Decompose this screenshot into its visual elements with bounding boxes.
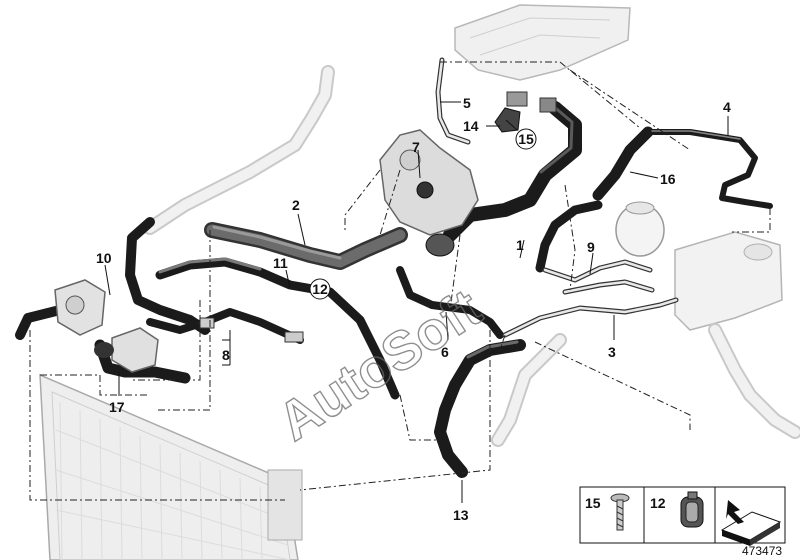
intercooler-pipe-ghost xyxy=(143,65,335,235)
thermostat-housing-7 xyxy=(379,129,479,257)
water-pump-10 xyxy=(54,279,106,336)
legend-item-12-label: 12 xyxy=(650,495,666,511)
callout-3: 3 xyxy=(608,344,616,360)
callout-8: 8 xyxy=(222,347,230,363)
expansion-tank-ghost xyxy=(491,231,800,447)
callout-11: 11 xyxy=(273,255,288,271)
pipe-9 xyxy=(542,259,655,295)
callout-10: 10 xyxy=(96,250,112,266)
callout-16: 16 xyxy=(660,171,676,187)
callout-15: 15 xyxy=(518,131,534,147)
intake-manifold-ghost xyxy=(454,4,631,81)
leader-lines xyxy=(104,101,729,503)
radiator xyxy=(39,373,303,560)
callout-4: 4 xyxy=(723,99,731,115)
callout-2: 2 xyxy=(292,197,300,213)
hose-10 xyxy=(15,217,210,340)
hose-13 xyxy=(434,339,526,478)
callout-13: 13 xyxy=(453,507,469,523)
legend-item-15-label: 15 xyxy=(585,495,601,511)
callout-5: 5 xyxy=(463,95,471,111)
callout-labels: 1 2 3 4 5 6 7 8 9 10 11 12 13 14 15 16 1… xyxy=(96,95,731,523)
callout-12-circle xyxy=(309,278,331,300)
hose-2 xyxy=(204,222,408,270)
hose-17 xyxy=(94,339,191,384)
reservoir-tank xyxy=(615,201,665,257)
clamp-12-part xyxy=(199,317,304,343)
pipe-5 xyxy=(435,57,471,145)
diagram-reference-number: 473473 xyxy=(742,544,782,558)
callout-9: 9 xyxy=(587,239,595,255)
assembly-lines xyxy=(29,61,771,501)
hose-4 xyxy=(649,129,773,209)
parts-legend: 15 12 xyxy=(579,486,786,546)
hose-6 xyxy=(396,266,504,339)
callout-12: 12 xyxy=(312,281,328,297)
electric-pump-17 xyxy=(94,327,159,373)
callout-1: 1 xyxy=(516,237,524,253)
hose-clamp-icon xyxy=(680,491,704,528)
hose-11 xyxy=(155,257,400,400)
callout-15-circle xyxy=(515,128,537,150)
hose-16 xyxy=(592,126,654,201)
hose-upper-main xyxy=(443,101,582,242)
pipe-3 xyxy=(502,297,679,338)
hose-1 xyxy=(535,200,603,273)
callout-7: 7 xyxy=(412,139,420,155)
callout-14: 14 xyxy=(463,118,479,134)
watermark: AutoSoft xyxy=(268,278,492,452)
callout-17: 17 xyxy=(109,399,125,415)
sensor-14 xyxy=(494,91,557,133)
mounting-arrow-icon xyxy=(720,500,782,546)
hose-8 xyxy=(146,308,304,344)
callout-6: 6 xyxy=(441,344,449,360)
screw-icon xyxy=(610,493,630,531)
